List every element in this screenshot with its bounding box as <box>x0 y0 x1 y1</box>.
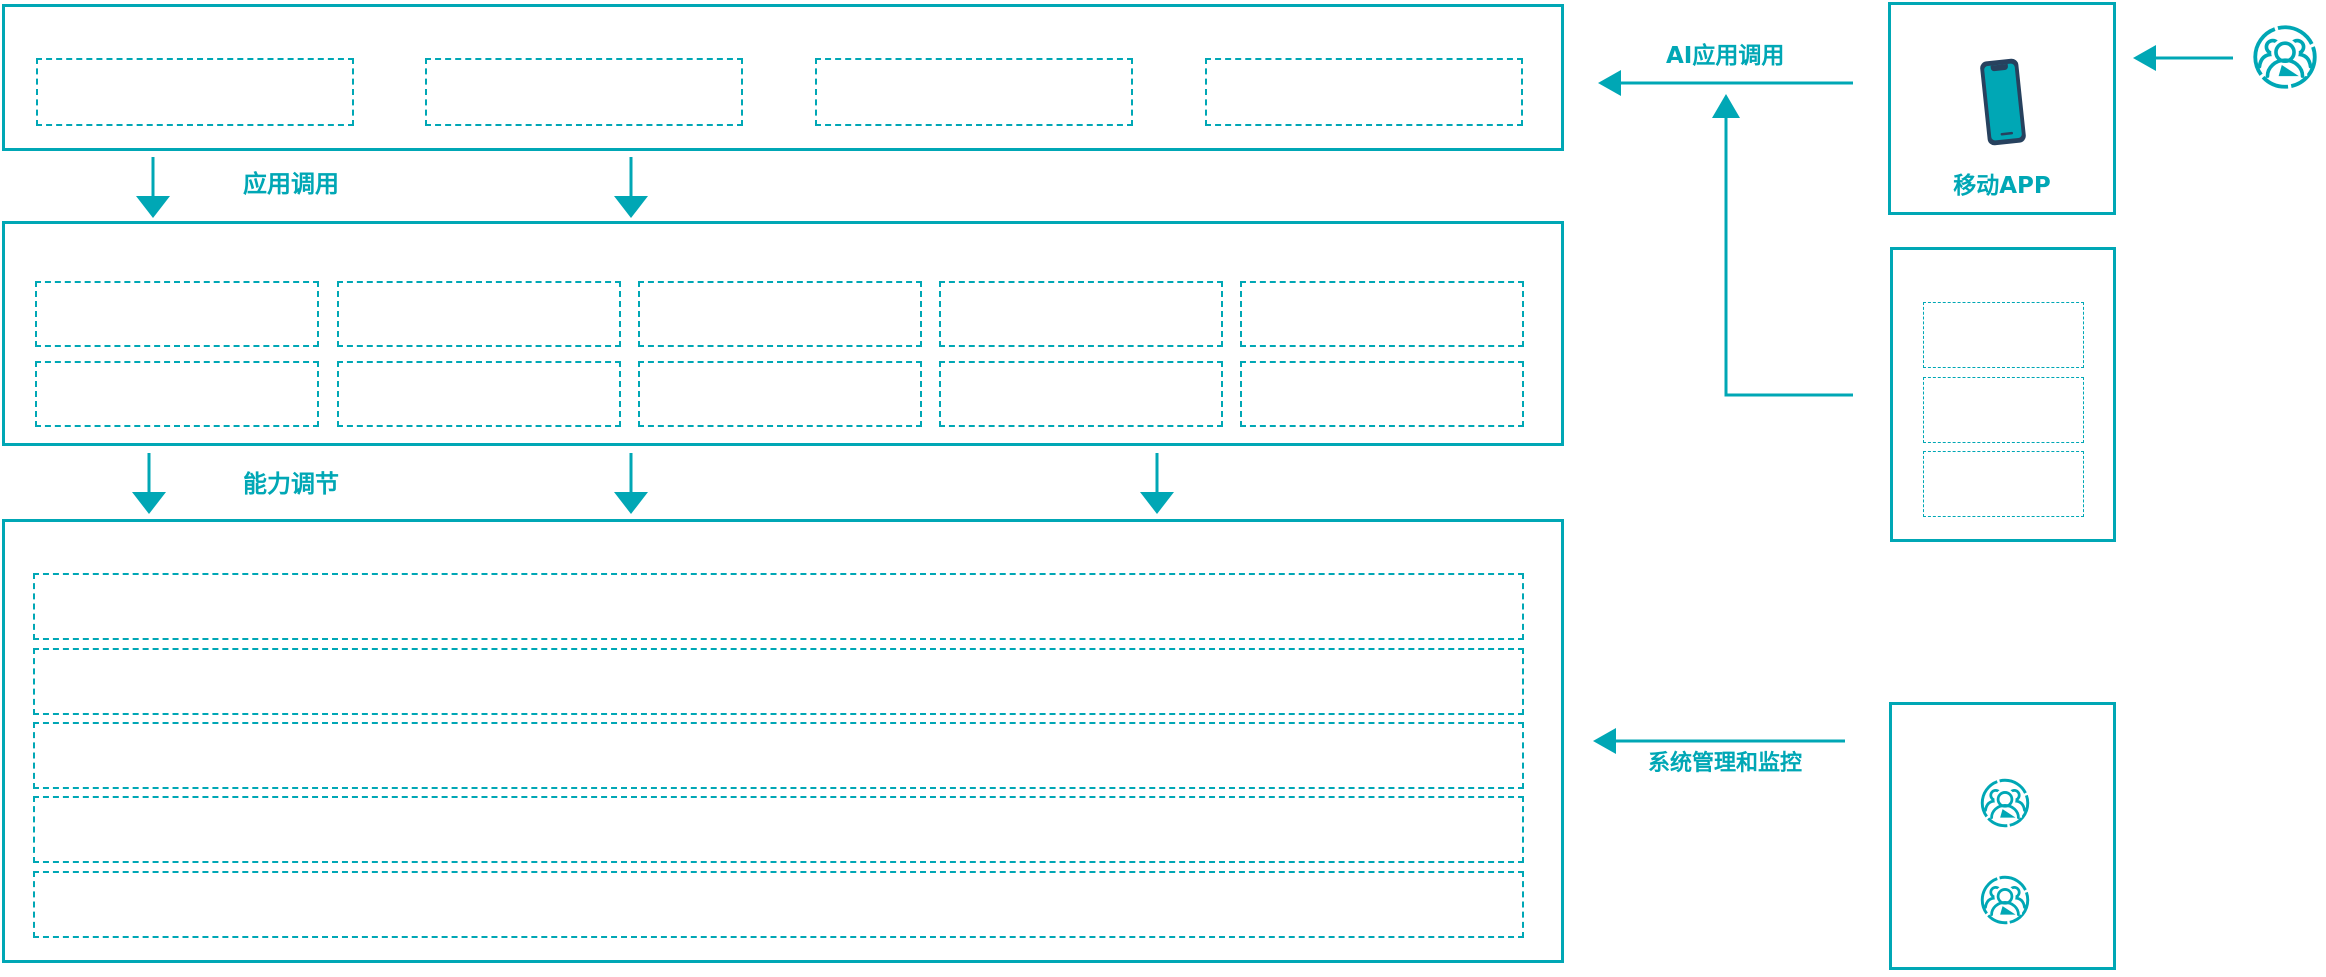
admin-users-box <box>1889 702 2116 970</box>
user-group-icon <box>2251 23 2319 91</box>
placeholder-box <box>1923 451 2084 517</box>
ai-app-call-left-arrow <box>1598 70 1853 96</box>
placeholder-box <box>1923 302 2084 368</box>
placeholder-box <box>36 58 354 126</box>
capability-adjust-label: 能力调节 <box>243 470 339 498</box>
placeholder-row <box>33 573 1524 640</box>
placeholder-box <box>638 281 922 347</box>
placeholder-box <box>1240 361 1524 427</box>
placeholder-box <box>939 361 1223 427</box>
placeholder-row <box>33 871 1524 938</box>
placeholder-box <box>337 281 621 347</box>
mobile-app-box <box>1888 2 2116 215</box>
user-to-mobile-left-arrow <box>2133 45 2233 71</box>
placeholder-row <box>33 796 1524 863</box>
gateway-to-ai-up-arrow <box>1712 94 1853 397</box>
service-layer-box <box>2 221 1564 446</box>
app-call-down-arrow <box>136 157 648 218</box>
ai-app-call-label: AI应用调用 <box>1666 43 1785 69</box>
gateway-panel-box <box>1890 247 2116 542</box>
placeholder-box <box>1240 281 1524 347</box>
placeholder-row <box>33 648 1524 715</box>
placeholder-row <box>33 722 1524 789</box>
app-layer-box <box>2 4 1564 151</box>
placeholder-box <box>35 281 319 347</box>
mobile-phone-icon <box>1980 58 2026 146</box>
user-group-icon <box>1979 874 2031 926</box>
capability-layer-box <box>2 519 1564 963</box>
placeholder-box <box>425 58 743 126</box>
placeholder-box <box>1923 377 2084 443</box>
app-call-label: 应用调用 <box>243 170 339 198</box>
placeholder-box <box>939 281 1223 347</box>
placeholder-box <box>815 58 1133 126</box>
placeholder-box <box>35 361 319 427</box>
system-monitor-label: 系统管理和监控 <box>1648 751 1803 776</box>
placeholder-box <box>638 361 922 427</box>
mobile-app-label: 移动APP <box>1953 173 2051 199</box>
placeholder-box <box>1205 58 1523 126</box>
user-group-icon <box>1979 777 2031 829</box>
placeholder-box <box>337 361 621 427</box>
